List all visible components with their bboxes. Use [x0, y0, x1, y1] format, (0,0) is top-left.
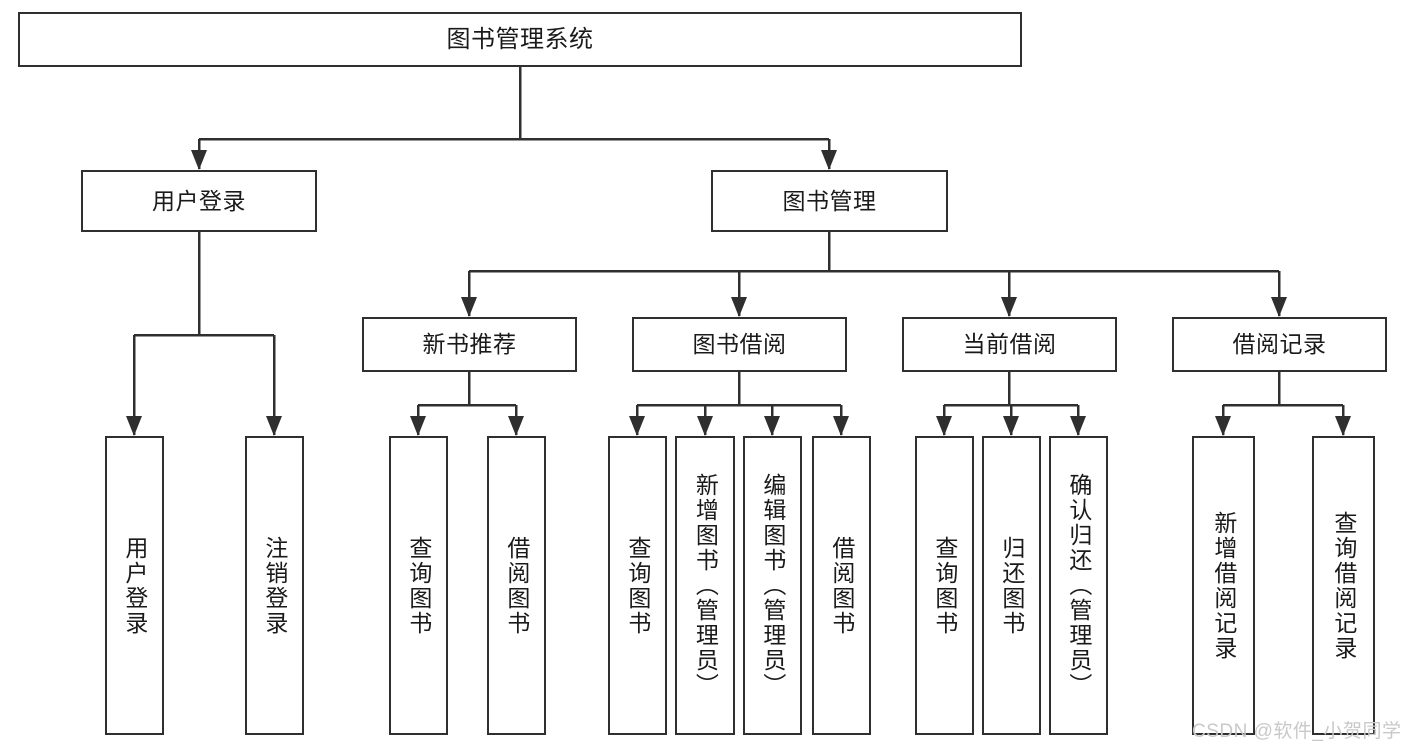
node-label: 用户登录: [152, 187, 246, 214]
node-book-manage[interactable]: 图书管理: [711, 170, 948, 232]
node-label: 新增图书（管理员）: [692, 473, 719, 698]
node-leaf-rec-borrow-book[interactable]: 借阅图书: [487, 436, 546, 735]
node-user-login[interactable]: 用户登录: [81, 170, 317, 232]
arrowhead-icon: [461, 297, 477, 317]
arrowhead-icon: [410, 416, 426, 436]
node-label: 确认归还（管理员）: [1065, 473, 1092, 698]
node-label: 编辑图书（管理员）: [759, 473, 786, 698]
node-label: 查询借阅记录: [1330, 510, 1357, 661]
node-label: 新增借阅记录: [1210, 510, 1237, 661]
node-leaf-current-query-book[interactable]: 查询图书: [915, 436, 974, 735]
watermark: CSDN @软件_小贺同学: [1192, 721, 1402, 742]
node-label: 归还图书: [998, 535, 1025, 636]
arrowhead-icon: [833, 416, 849, 436]
node-leaf-user-logout[interactable]: 注销登录: [245, 436, 304, 735]
node-leaf-current-confirm-return[interactable]: 确认归还（管理员）: [1049, 436, 1108, 735]
arrowhead-icon: [1001, 297, 1017, 317]
node-label: 借阅记录: [1232, 331, 1327, 358]
node-leaf-current-return-book[interactable]: 归还图书: [982, 436, 1041, 735]
arrowhead-icon: [1215, 416, 1231, 436]
node-book-borrow[interactable]: 图书借阅: [632, 317, 847, 372]
arrowhead-icon: [508, 416, 524, 436]
node-label: 借阅图书: [503, 535, 530, 636]
arrowhead-icon: [191, 150, 207, 170]
arrowhead-icon: [1003, 416, 1019, 436]
node-label: 查询图书: [624, 535, 651, 636]
node-leaf-rec-query-book[interactable]: 查询图书: [389, 436, 448, 735]
node-label: 新书推荐: [422, 331, 517, 358]
arrowhead-icon: [126, 416, 142, 436]
node-label: 注销登录: [261, 535, 288, 636]
arrowhead-icon: [1335, 416, 1351, 436]
arrowhead-icon: [266, 416, 282, 436]
arrowhead-icon: [629, 416, 645, 436]
node-label: 查询图书: [931, 535, 958, 636]
node-borrow-record[interactable]: 借阅记录: [1172, 317, 1387, 372]
node-label: 查询图书: [405, 535, 432, 636]
node-new-book-rec[interactable]: 新书推荐: [362, 317, 577, 372]
node-label: 当前借阅: [962, 331, 1057, 358]
node-leaf-borrow-query-book[interactable]: 查询图书: [608, 436, 667, 735]
node-leaf-user-login[interactable]: 用户登录: [105, 436, 164, 735]
arrowhead-icon: [764, 416, 780, 436]
arrowhead-icon: [936, 416, 952, 436]
node-label: 用户登录: [121, 535, 148, 636]
arrowhead-icon: [731, 297, 747, 317]
node-label: 图书管理: [782, 187, 877, 214]
node-current-borrow[interactable]: 当前借阅: [902, 317, 1117, 372]
node-root[interactable]: 图书管理系统: [18, 12, 1022, 67]
node-leaf-borrow-add-book[interactable]: 新增图书（管理员）: [675, 436, 735, 735]
node-leaf-record-add[interactable]: 新增借阅记录: [1192, 436, 1255, 735]
node-label: 借阅图书: [828, 535, 855, 636]
arrowhead-icon: [1070, 416, 1086, 436]
node-label: 图书管理系统: [446, 25, 594, 53]
arrowhead-icon: [821, 150, 837, 170]
arrowhead-icon: [1271, 297, 1287, 317]
arrowhead-icon: [697, 416, 713, 436]
node-leaf-borrow-borrow-book[interactable]: 借阅图书: [812, 436, 871, 735]
node-label: 图书借阅: [692, 331, 787, 358]
node-leaf-record-query[interactable]: 查询借阅记录: [1312, 436, 1375, 735]
node-leaf-borrow-edit-book[interactable]: 编辑图书（管理员）: [743, 436, 802, 735]
